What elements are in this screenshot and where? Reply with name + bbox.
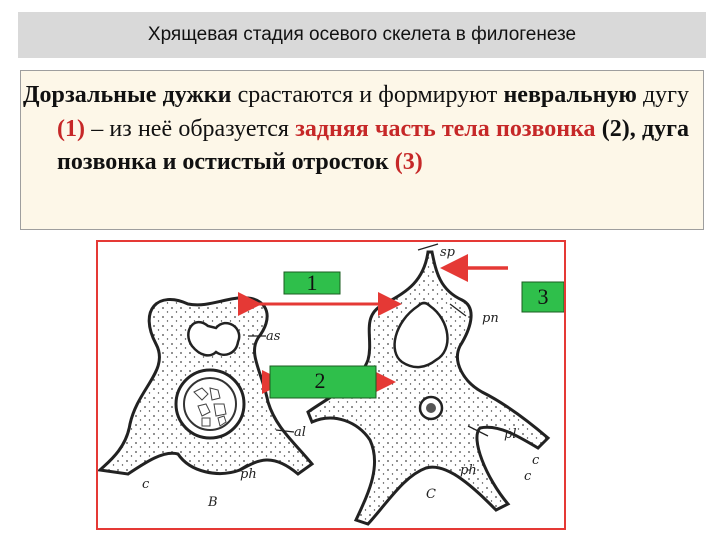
- label-ph-left: ph: [240, 467, 257, 482]
- label-ph-right: ph: [460, 463, 477, 478]
- vertebra-figure: as al ph c B sp pn pl ph c c C 1 2 3: [96, 240, 566, 530]
- text-ref-1: (1): [57, 116, 85, 142]
- label-al: al: [294, 425, 306, 440]
- marker-2-label: 2: [315, 368, 326, 393]
- text-ref-3: (3): [395, 149, 423, 175]
- label-c-left: c: [142, 477, 150, 492]
- text-forms: – из неё образуется: [91, 116, 289, 142]
- text-body-part: задняя часть тела позвонка: [295, 116, 595, 142]
- label-B: B: [207, 495, 218, 510]
- marker-1-label: 1: [307, 270, 318, 295]
- text-arches: дужки: [163, 82, 232, 108]
- text-neural: невральную: [503, 82, 636, 108]
- label-c-right-low: c: [524, 469, 532, 484]
- label-C: C: [426, 487, 436, 502]
- slide-title-bar: Хрящевая стадия осевого скелета в филоге…: [18, 12, 706, 58]
- vertebra-drawing: as al ph c B sp pn pl ph c c C 1 2 3: [98, 242, 564, 528]
- label-pl: pl: [504, 427, 516, 442]
- text-ref-2: (2),: [602, 116, 636, 142]
- text-fuse: срастаются и формируют: [238, 82, 498, 108]
- description-textbox: Дорзальные дужки срастаются и формируют …: [20, 70, 704, 230]
- label-c-right-side: c: [532, 453, 540, 468]
- text-dorsal: Дорзальные: [23, 82, 156, 108]
- text-arc: дугу: [643, 82, 689, 108]
- slide-title: Хрящевая стадия осевого скелета в филоге…: [148, 24, 576, 46]
- label-pn: pn: [482, 311, 499, 326]
- label-as: as: [266, 329, 281, 344]
- marker-3-label: 3: [538, 284, 549, 309]
- label-sp: sp: [440, 245, 456, 260]
